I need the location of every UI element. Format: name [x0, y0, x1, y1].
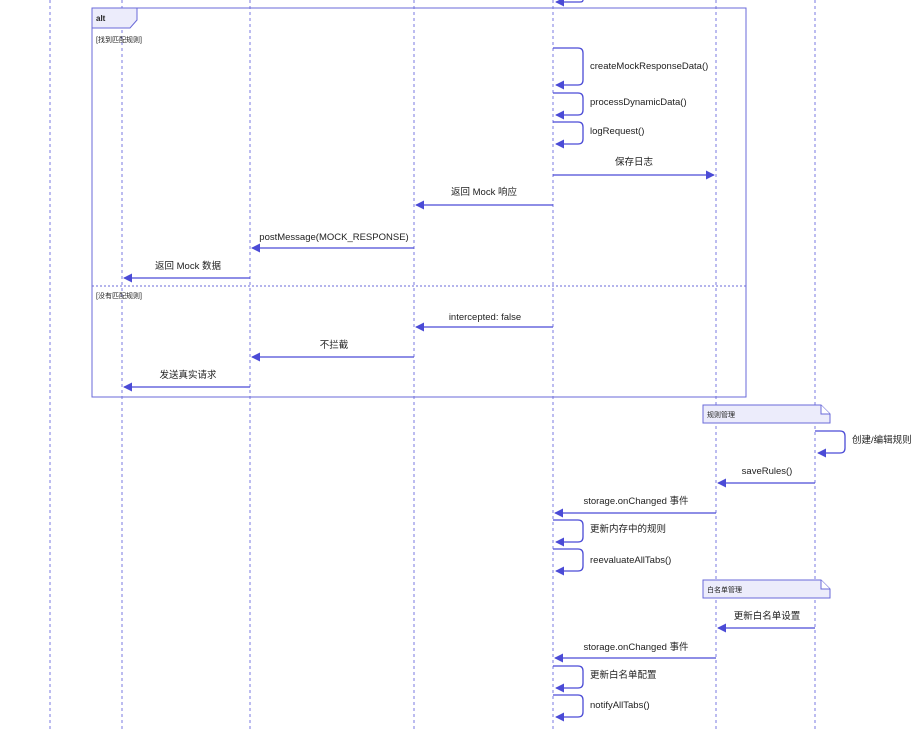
- msg-intercepted-false: intercepted: false: [449, 312, 521, 323]
- alt-frame-border: [91, 7, 747, 398]
- msg-log-request: logRequest(): [590, 126, 644, 137]
- msg-save-rules: saveRules(): [742, 466, 793, 477]
- note-whitelist-management: 白名单管理: [702, 579, 831, 599]
- msg-not-intercept: 不拦截: [320, 339, 349, 351]
- msg-return-mock-data: 返回 Mock 数据: [155, 260, 221, 272]
- self-message-cut: [555, 0, 584, 7]
- msg-update-whitelist-config: 更新白名单配置: [590, 669, 657, 681]
- msg-send-real-request: 发送真实请求: [159, 369, 217, 381]
- self-loop-m11: [815, 430, 846, 458]
- lifelines: [49, 0, 816, 732]
- alt-frame-tab: [91, 7, 138, 29]
- msg-post-message: postMessage(MOCK_RESPONSE): [259, 232, 408, 243]
- self-loop-m18: [553, 665, 584, 693]
- alt-frame: alt [找到匹配规则] [没有匹配规则]: [91, 7, 747, 398]
- note-label-2: 白名单管理: [707, 585, 742, 594]
- msg-notify-all-tabs: notifyAllTabs(): [590, 700, 650, 711]
- note-box-2: [702, 579, 831, 599]
- msg-save-log: 保存日志: [615, 156, 653, 168]
- self-loop-m14: [553, 519, 584, 547]
- self-loop-m3: [553, 121, 584, 149]
- msg-storage-onchanged-2: storage.onChanged 事件: [583, 641, 689, 653]
- msg-reevaluate-all-tabs: reevaluateAllTabs(): [590, 555, 671, 566]
- self-loop-m15: [553, 548, 584, 576]
- msg-update-rules-in-memory: 更新内存中的规则: [590, 523, 666, 535]
- self-loop-m2: [553, 92, 584, 120]
- msg-storage-onchanged-1: storage.onChanged 事件: [583, 495, 689, 507]
- note-rule-management: 规则管理: [702, 404, 831, 424]
- note-fold-2: [820, 580, 830, 590]
- note-box-1: [702, 404, 831, 424]
- msg-process-dynamic-data: processDynamicData(): [590, 97, 687, 108]
- alt-keyword: alt: [96, 14, 106, 23]
- note-label-1: 规则管理: [707, 410, 735, 419]
- msg-create-mock-response-data: createMockResponseData(): [590, 61, 708, 72]
- note-fold-1: [820, 405, 830, 415]
- alt-guard-unmatched: [没有匹配规则]: [96, 291, 142, 300]
- msg-create-edit-rule: 创建/编辑规则: [852, 434, 912, 446]
- msg-return-mock-response: 返回 Mock 响应: [451, 186, 517, 198]
- self-loop-m1: [553, 47, 584, 90]
- alt-guard-matched: [找到匹配规则]: [96, 35, 142, 44]
- self-loop-m19: [553, 694, 584, 722]
- msg-update-whitelist-settings: 更新白名单设置: [734, 610, 801, 622]
